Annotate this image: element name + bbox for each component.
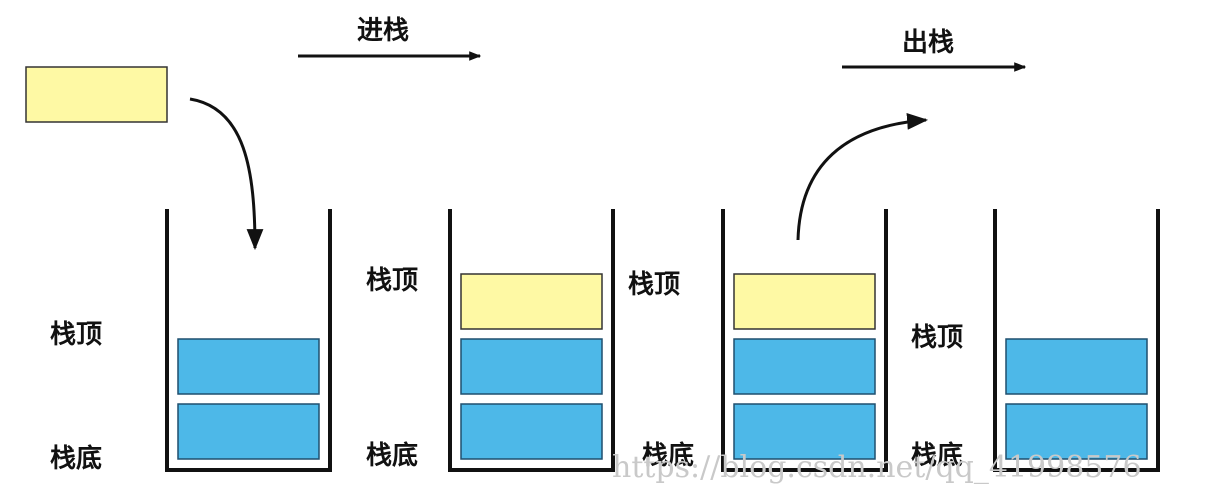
stack-3-container <box>721 209 888 472</box>
watermark-text: https://blog.csdn.net/qq_41998576 <box>612 450 1142 485</box>
stack-2-block-pushed <box>460 273 603 330</box>
stack-3 <box>721 209 888 472</box>
stack-3-top-label: 栈顶 <box>628 270 681 300</box>
stack-3-block-lower <box>733 403 876 460</box>
stack-4-block-upper <box>1005 338 1148 395</box>
stack-2-block-upper <box>460 338 603 395</box>
push-curve-arrow <box>189 97 264 251</box>
stack-4-block-lower <box>1005 403 1148 460</box>
stack-1-container <box>165 209 332 472</box>
stack-2-bottom-label: 栈底 <box>366 441 419 471</box>
stack-2-block-lower <box>460 403 603 460</box>
stack-4-container <box>993 209 1160 472</box>
stack-1-top-label: 栈顶 <box>50 320 103 350</box>
push-label: 进栈 <box>357 16 410 46</box>
stack-4-top-label: 栈顶 <box>911 323 964 353</box>
pop-label: 出栈 <box>902 28 955 58</box>
stack-1-block-lower <box>177 403 320 460</box>
stack-1 <box>165 209 332 472</box>
stack-3-block-top <box>733 273 876 330</box>
incoming-element <box>25 66 168 123</box>
stack-1-block-upper <box>177 338 320 395</box>
stack-2-container <box>448 209 615 472</box>
stack-2-top-label: 栈顶 <box>366 266 419 296</box>
stack-3-bottom-label: 栈底 <box>642 441 695 471</box>
stack-4-bottom-label: 栈底 <box>911 441 964 471</box>
stack-2 <box>448 209 615 472</box>
stack-4 <box>993 209 1160 472</box>
stack-1-bottom-label: 栈底 <box>50 444 103 474</box>
stack-3-block-upper <box>733 338 876 395</box>
pop-curve-arrow <box>796 113 929 241</box>
